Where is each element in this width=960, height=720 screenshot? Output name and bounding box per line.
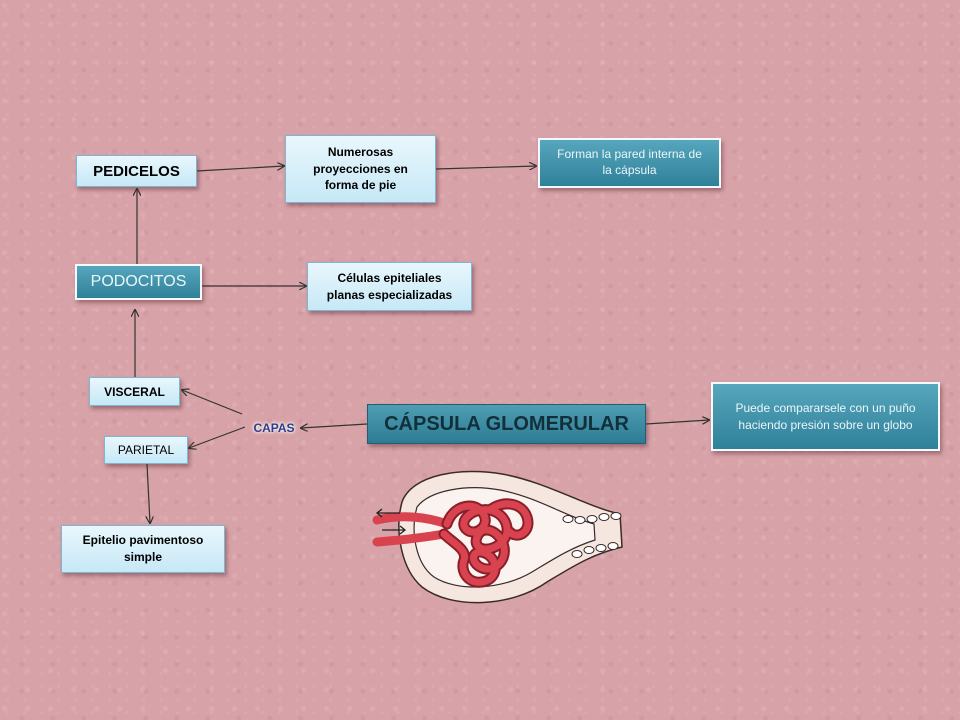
node-celulas: Células epiteliales planas especializada… [307, 262, 472, 311]
node-title: CÁPSULA GLOMERULAR [367, 404, 646, 444]
node-comparacion: Puede compararsele con un puño haciendo … [711, 382, 940, 451]
node-podocitos-label: PODOCITOS [90, 273, 187, 290]
node-parietal-label: PARIETAL [117, 443, 175, 457]
node-proyecciones-label: Numerosas proyecciones en forma de pie [313, 144, 408, 193]
arrow-capas-parietal [189, 426, 246, 448]
node-epitelio: Epitelio pavimentoso simple [61, 525, 225, 573]
node-pedicelos: PEDICELOS [76, 155, 197, 187]
node-pared-interna: Forman la pared interna de la cápsula [538, 138, 721, 188]
node-comparacion-label: Puede compararsele con un puño haciendo … [735, 401, 916, 432]
node-epitelio-label: Epitelio pavimentoso simple [82, 533, 204, 564]
node-celulas-label: Células epiteliales planas especializada… [326, 270, 453, 302]
node-proyecciones: Numerosas proyecciones en forma de pie [285, 135, 436, 203]
node-parietal: PARIETAL [104, 436, 188, 464]
arrow-capas-visceral [182, 390, 243, 415]
arrow-proyecciones-pared [435, 166, 536, 169]
node-pared-interna-label: Forman la pared interna de la cápsula [557, 147, 702, 177]
arrow-title-capas [301, 423, 368, 428]
node-podocitos: PODOCITOS [75, 264, 202, 300]
glomerulus-illustration [372, 470, 623, 604]
arrow-parietal-epitelio [147, 463, 150, 523]
node-visceral: VISCERAL [89, 377, 180, 406]
node-pedicelos-label: PEDICELOS [93, 162, 180, 180]
arrow-title-comparacion [645, 420, 709, 425]
page-title: CÁPSULA GLOMERULAR [384, 412, 629, 435]
arrow-pedicelos-proyecciones [196, 166, 284, 172]
node-capas: CAPAS [253, 421, 295, 435]
node-visceral-label: VISCERAL [104, 384, 165, 399]
